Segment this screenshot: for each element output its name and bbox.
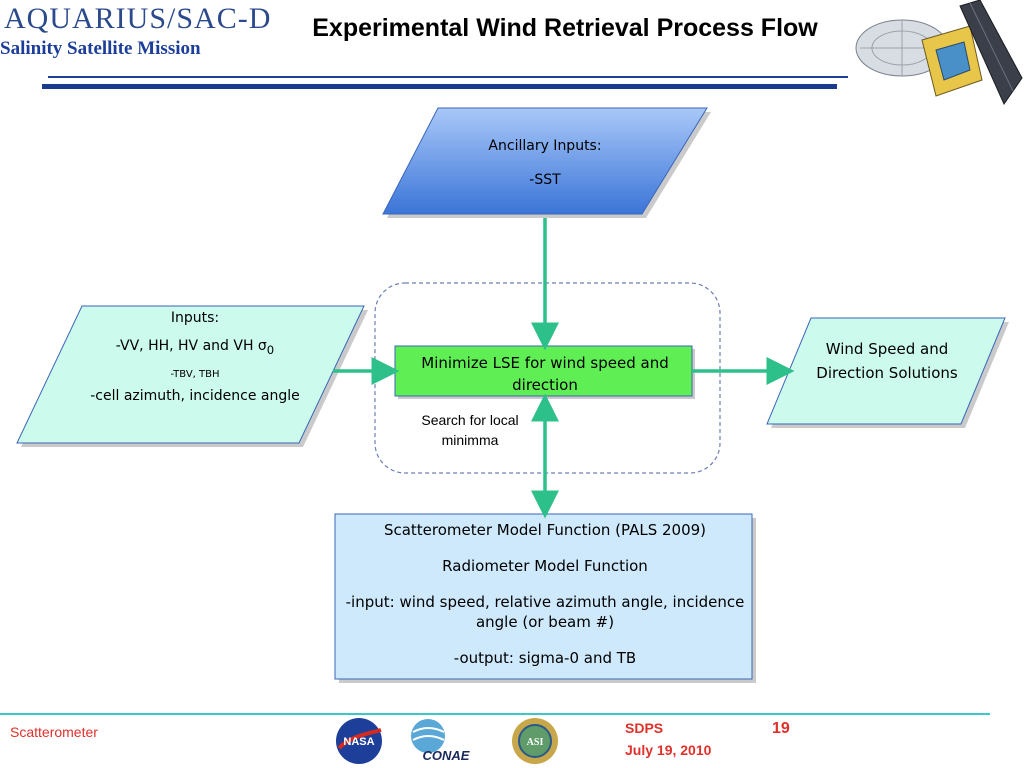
model-line-input: -input: wind speed, relative azimuth ang… bbox=[345, 593, 745, 631]
footer-org: SDPS bbox=[625, 720, 664, 736]
footer-rule bbox=[0, 713, 990, 715]
conae-logo: CONAE bbox=[411, 719, 470, 763]
logo-title: AQUARIUS/SAC-D bbox=[4, 2, 272, 35]
satellite-solar-panel bbox=[959, 0, 1023, 106]
inputs-box bbox=[16, 305, 365, 444]
footer-section: Scatterometer bbox=[10, 724, 98, 740]
ancillary-inputs-item: -SST bbox=[529, 172, 561, 188]
page-title: Experimental Wind Retrieval Process Flow bbox=[312, 14, 818, 42]
minimize-box bbox=[394, 345, 693, 397]
inputs-line-tb: -TBV, TBH bbox=[170, 368, 220, 380]
inputs-text: Inputs: -VV, HH, HV and VH σ0 -TBV, TBH … bbox=[80, 308, 310, 406]
output-box bbox=[766, 317, 1006, 425]
satellite-body bbox=[921, 25, 983, 97]
model-line-output: -output: sigma-0 and TB bbox=[453, 649, 637, 667]
model-line-radiometer: Radiometer Model Function bbox=[442, 557, 648, 575]
asi-logo-text: ASI bbox=[527, 737, 544, 748]
inputs-sigma-text: -VV, HH, HV and VH σ bbox=[115, 338, 267, 354]
header-rule-thin bbox=[48, 76, 848, 78]
ancillary-inputs-text: Ancillary Inputs: -SST bbox=[440, 136, 650, 190]
minimize-text: Minimize LSE for wind speed and directio… bbox=[421, 354, 669, 394]
ancillary-inputs-box bbox=[382, 107, 708, 215]
nasa-logo-text: NASA bbox=[343, 736, 374, 748]
model-box bbox=[334, 513, 753, 680]
page-number: 19 bbox=[772, 720, 790, 737]
footer-date: July 19, 2010 bbox=[625, 742, 712, 758]
output-text: Wind Speed and Direction Solutions bbox=[816, 340, 958, 382]
inputs-line-sigma: -VV, HH, HV and VH σ0 bbox=[80, 336, 310, 360]
ancillary-inputs-label: Ancillary Inputs: bbox=[488, 138, 602, 154]
inputs-sigma-subscript: 0 bbox=[266, 342, 275, 357]
nasa-logo: NASA bbox=[336, 718, 382, 764]
inputs-label: Inputs: bbox=[170, 310, 220, 326]
satellite-image bbox=[855, 0, 1023, 106]
asi-logo: ASI bbox=[512, 718, 558, 764]
model-line-scatterometer: Scatterometer Model Function (PALS 2009) bbox=[383, 521, 707, 539]
model-text: Scatterometer Model Function (PALS 2009)… bbox=[340, 520, 750, 684]
search-note: Search for local minimma bbox=[421, 412, 519, 448]
logo-subtitle: Salinity Satellite Mission bbox=[0, 38, 201, 59]
conae-logo-text: CONAE bbox=[423, 748, 470, 763]
header-rule-thick bbox=[42, 84, 837, 89]
inputs-line-azimuth: -cell azimuth, incidence angle bbox=[90, 387, 300, 404]
